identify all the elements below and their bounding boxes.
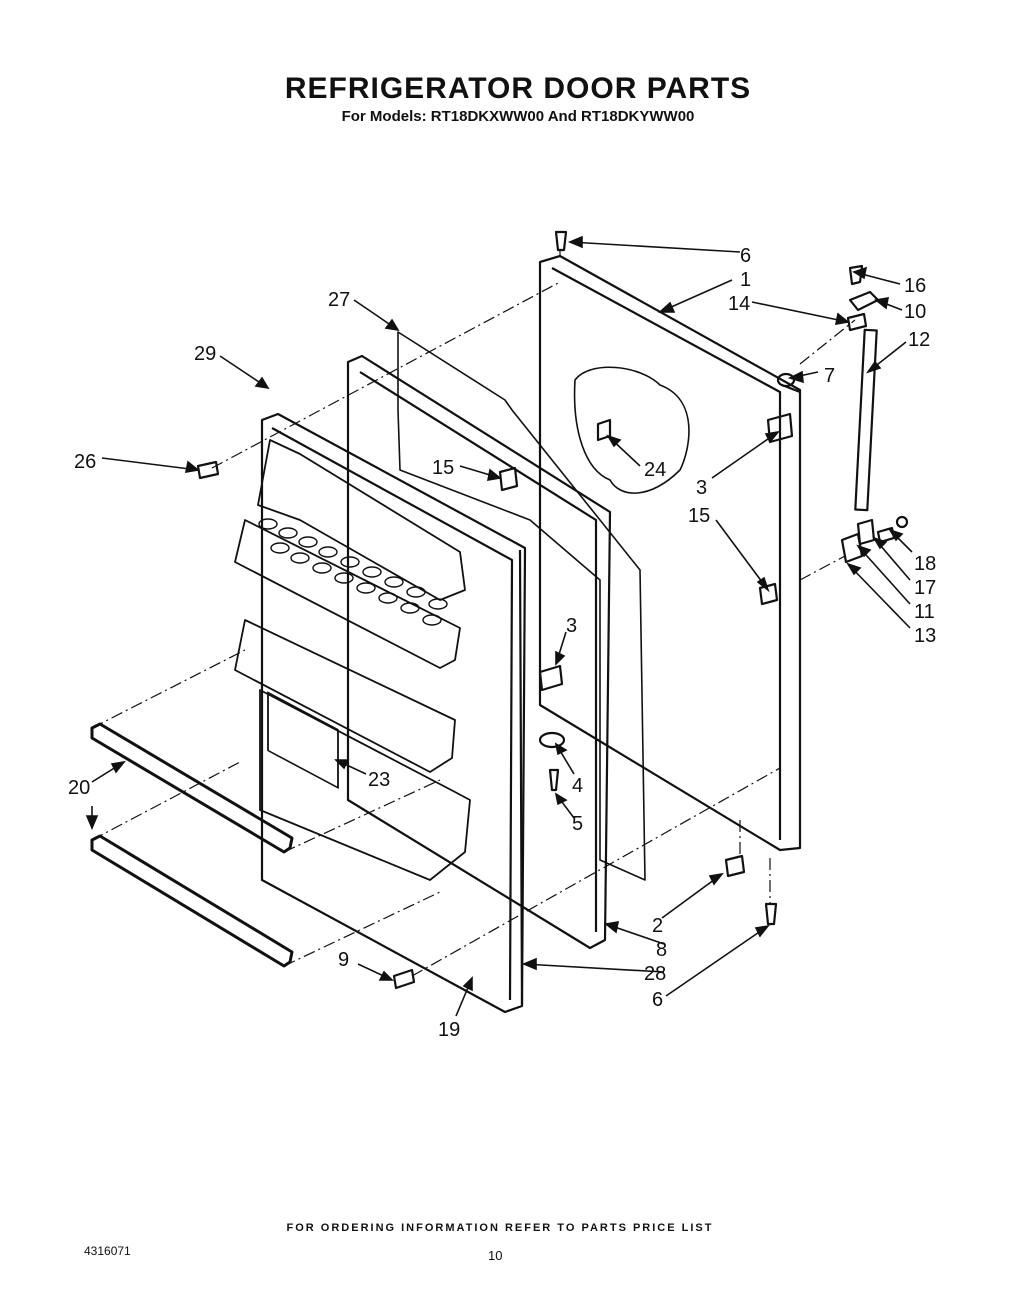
- washer-18: [895, 515, 909, 529]
- page-number: 10: [488, 1248, 503, 1263]
- callout-13: 13: [914, 625, 936, 647]
- screw-26: [196, 460, 220, 480]
- callout-7: 7: [824, 365, 835, 387]
- callout-24: 24: [644, 459, 666, 481]
- callout-28: 28: [644, 963, 666, 985]
- center-bracket-3: [538, 664, 564, 692]
- callout-2: 2: [652, 915, 663, 937]
- screw-6-top: [554, 230, 568, 252]
- foam-insulation: [397, 331, 646, 881]
- callout-3-right: 3: [696, 477, 707, 499]
- top-hinge-bracket: [848, 290, 880, 312]
- callout-4: 4: [572, 775, 583, 797]
- callout-3-center: 3: [566, 615, 577, 637]
- bottom-hinge-bracket: [840, 532, 864, 564]
- liner-contours: [234, 439, 471, 881]
- callout-17: 17: [914, 577, 936, 599]
- callout-6-top: 6: [740, 245, 751, 267]
- inner-door-liner: [260, 412, 527, 1014]
- hinge-screw-16: [848, 264, 864, 286]
- screw-6-bottom: [764, 902, 778, 926]
- callout-10: 10: [904, 301, 926, 323]
- outer-door-panel: [538, 254, 802, 852]
- callout-1: 1: [740, 269, 751, 291]
- screw-9: [392, 968, 416, 990]
- callout-5: 5: [572, 813, 583, 835]
- bottom-hinge-11: [856, 518, 876, 546]
- callout-15-right: 15: [688, 505, 710, 527]
- center-plate-4: [538, 731, 566, 749]
- panel-cutaway: [573, 366, 690, 494]
- callout-18: 18: [914, 553, 936, 575]
- callout-6-bottom: 6: [652, 989, 663, 1011]
- door-gasket: [346, 354, 612, 950]
- foot-2: [724, 854, 746, 878]
- callout-29: 29: [194, 343, 216, 365]
- leader-arrows: [85, 235, 913, 1017]
- ordering-note: FOR ORDERING INFORMATION REFER TO PARTS …: [286, 1222, 714, 1234]
- callout-8: 8: [656, 939, 667, 961]
- egg-holes: [258, 518, 448, 626]
- callout-27: 27: [328, 289, 350, 311]
- callout-9: 9: [338, 949, 349, 971]
- bracket-15-left: [498, 466, 519, 492]
- callout-15-left: 15: [432, 457, 454, 479]
- hinge-bar: [854, 328, 878, 512]
- callout-19: 19: [438, 1019, 460, 1041]
- bracket-15-right: [758, 582, 779, 606]
- center-screw-5: [548, 768, 560, 792]
- callout-23: 23: [368, 769, 390, 791]
- callout-26: 26: [74, 451, 96, 473]
- callout-20: 20: [68, 777, 90, 799]
- document-number: 4316071: [84, 1244, 131, 1258]
- page-title: REFRIGERATOR DOOR PARTS: [284, 72, 752, 105]
- callout-14: 14: [728, 293, 750, 315]
- callout-labels: 6 1 16 10 14 12 7 27 29 26 15 24 3 15 18…: [68, 245, 936, 1041]
- callout-16: 16: [904, 275, 926, 297]
- models-subtitle: For Models: RT18DKXWW00 And RT18DKYWW00: [341, 108, 695, 125]
- callout-12: 12: [908, 329, 930, 351]
- callout-11: 11: [914, 601, 935, 623]
- hinge-block-14: [846, 312, 868, 332]
- alignment-lines: [91, 250, 856, 977]
